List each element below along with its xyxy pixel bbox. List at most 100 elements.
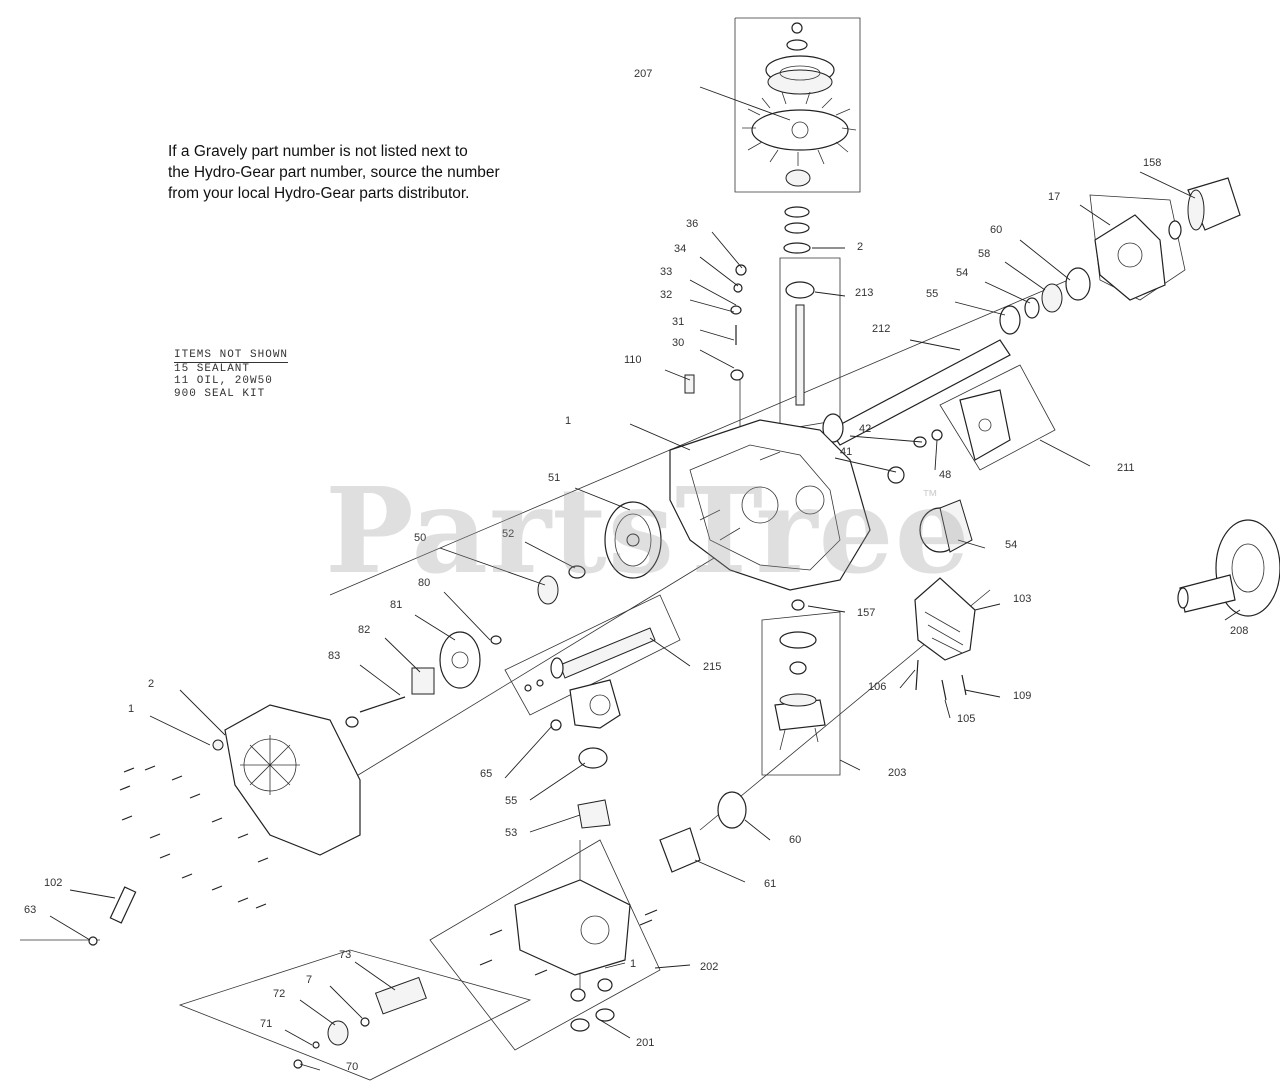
note-line-2: the Hydro-Gear part number, source the n… xyxy=(168,164,500,181)
pulley-body xyxy=(767,69,833,95)
pulley-groove xyxy=(779,65,821,81)
callout-label-102: 102 xyxy=(44,877,62,889)
fan-center xyxy=(791,121,809,139)
washer-top xyxy=(786,39,808,51)
group-70-box xyxy=(178,949,532,1081)
axle-bearing-inner xyxy=(822,413,844,443)
axle-bracket-17 xyxy=(1094,214,1166,301)
bolt-set xyxy=(88,765,269,946)
link-102 xyxy=(109,886,137,924)
callout-label-33: 33 xyxy=(660,266,672,278)
hub-shaft-end xyxy=(1177,587,1189,609)
group-213-box xyxy=(504,594,681,716)
seal-65 xyxy=(578,747,608,769)
callout-leader-211 xyxy=(1039,439,1091,467)
pinion-82 xyxy=(411,667,435,695)
callout-label-203: 203 xyxy=(888,767,906,779)
shaft-213-collar xyxy=(550,657,564,679)
callout-leader-2 xyxy=(179,689,226,736)
bearing-53 xyxy=(537,575,559,605)
callout-label-215: 215 xyxy=(703,661,721,673)
callout-label-50: 50 xyxy=(414,532,426,544)
items-not-shown-line-3: 900 SEAL KIT xyxy=(174,387,266,400)
bearing-58 xyxy=(1041,283,1063,313)
o-ring-203 xyxy=(779,631,817,649)
gear-81-hub xyxy=(451,651,469,669)
callout-leader-202 xyxy=(654,964,691,969)
callout-leader-1 xyxy=(604,962,626,969)
bolts xyxy=(119,765,269,909)
check-valve-1 xyxy=(570,988,586,1002)
retaining-ring xyxy=(784,206,810,218)
callout-label-2: 2 xyxy=(148,678,154,690)
bull-gear-hub xyxy=(626,533,640,547)
valve-73 xyxy=(374,976,427,1015)
callout-leader-103 xyxy=(974,603,1001,611)
part-30 xyxy=(730,369,744,381)
callout-leader-212 xyxy=(909,339,961,351)
callout-label-157: 157 xyxy=(857,607,875,619)
plate-103 xyxy=(914,577,976,661)
o-ring xyxy=(783,242,811,254)
callout-leader-207 xyxy=(699,86,791,121)
axle-axis-line xyxy=(329,274,1081,596)
note-line-1: If a Gravely part number is not listed n… xyxy=(168,143,468,160)
fan-box-outline xyxy=(734,17,861,193)
callout-leader-157 xyxy=(807,605,846,613)
screw-63 xyxy=(88,936,98,946)
callout-label-52: 52 xyxy=(502,528,514,540)
callout-leader-52 xyxy=(524,541,576,569)
callout-label-81: 81 xyxy=(390,599,402,611)
callout-label-213: 213 xyxy=(855,287,873,299)
callout-leader-82 xyxy=(384,637,421,673)
bracket-211 xyxy=(959,389,1011,461)
block-215 xyxy=(569,679,621,729)
callout-leader-53 xyxy=(529,814,581,833)
callout-label-70: 70 xyxy=(346,1061,358,1073)
callout-label-72: 72 xyxy=(273,988,285,1000)
callout-label-54: 54 xyxy=(1005,539,1017,551)
callout-label-82: 82 xyxy=(358,624,370,636)
shaft-213-washer xyxy=(524,684,532,692)
callout-leader-55 xyxy=(954,301,1006,316)
group-202-box xyxy=(429,839,661,1051)
callout-leader-42 xyxy=(849,435,923,443)
callout-label-7: 7 xyxy=(306,974,312,986)
callout-leader-65 xyxy=(504,725,553,779)
callout-label-17: 17 xyxy=(1048,191,1060,203)
check-valve-2 xyxy=(597,978,613,992)
callout-leader-215 xyxy=(649,637,691,667)
callout-leader-30 xyxy=(699,349,735,369)
pin-83 xyxy=(359,696,406,713)
plug-70 xyxy=(293,1059,303,1069)
cover-spokes xyxy=(240,735,300,795)
callout-leader-48 xyxy=(934,439,938,471)
callout-label-106: 106 xyxy=(868,681,886,693)
fan-pulley-assembly xyxy=(742,22,857,406)
callout-label-48: 48 xyxy=(939,469,951,481)
coupler-53 xyxy=(577,799,611,829)
bolt-105 xyxy=(941,679,947,701)
callout-label-105: 105 xyxy=(957,713,975,725)
bushing-41 xyxy=(887,466,905,484)
lower-axis-line xyxy=(349,529,761,781)
plate-group-103 xyxy=(914,577,976,701)
washer-34 xyxy=(733,283,743,293)
callout-label-1: 1 xyxy=(128,703,134,715)
items-not-shown-line-1: 15 SEALANT xyxy=(174,362,251,375)
part-32 xyxy=(730,305,742,315)
seal xyxy=(784,222,810,234)
callout-leader-73 xyxy=(354,961,396,991)
fan-hub xyxy=(751,109,849,151)
gear-set xyxy=(345,389,1011,728)
plug-1 xyxy=(212,739,224,751)
callout-leader-61 xyxy=(694,859,746,883)
seal-201-b xyxy=(595,1008,615,1022)
callout-label-212: 212 xyxy=(872,323,890,335)
filter-leg-1 xyxy=(779,729,786,751)
callout-label-54: 54 xyxy=(956,267,968,279)
plug-157 xyxy=(791,599,805,611)
hub-cap-face xyxy=(1187,189,1205,231)
callout-leader-34 xyxy=(699,256,739,287)
